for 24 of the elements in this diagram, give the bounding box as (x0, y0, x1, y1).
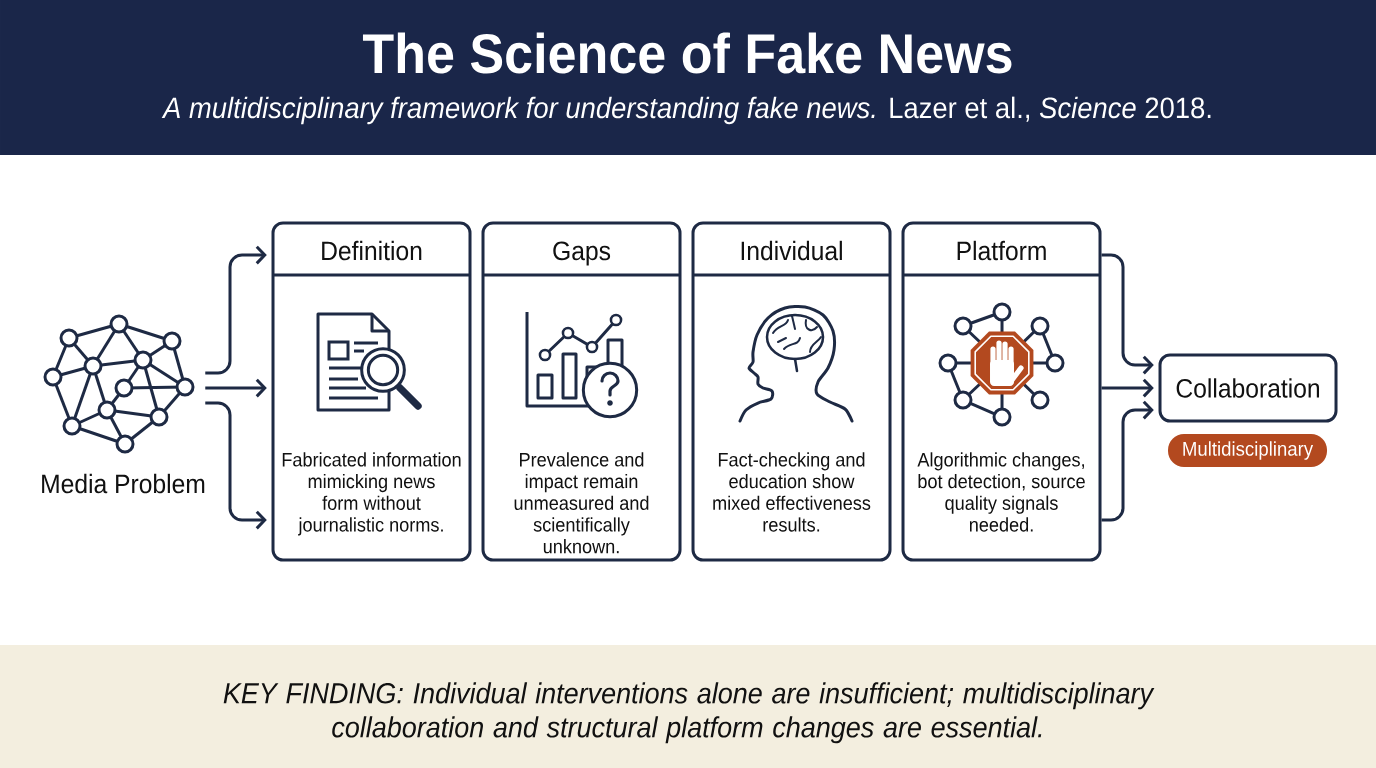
panel-heading: Individual (741, 240, 842, 261)
panel-heading: Gaps (553, 241, 611, 266)
arrow (1101, 400, 1154, 522)
panel-card (901, 221, 1102, 562)
panel-text: Fabricated information mimicking news form without journalistic norms. (282, 452, 461, 536)
panel-heading: Platform (957, 240, 1046, 261)
panel-text: Fact-checking and education show mixed effectiveness results. (713, 452, 871, 532)
finding-text: KEY FINDING: Individual interventions alone are insufficient; multidisciplinary collaboration and structural platform changes are essential. (223, 682, 1155, 744)
arrow (205, 245, 267, 375)
result-box: Collaboration (1158, 353, 1338, 423)
panel-text: Prevalence and impact remain unmeasured and scientifically unknown. (514, 452, 649, 554)
panel-card (271, 221, 472, 562)
arrow (205, 401, 267, 530)
tag-pill: Multidisciplinary (1168, 434, 1327, 467)
panel-card (691, 221, 892, 562)
title: The Science of Fake News (362, 32, 1012, 74)
panel-heading: Definition (322, 240, 422, 261)
subtitle: A multidisciplinary framework for understanding fake news. Lazer et al., Science 2018. (161, 96, 1211, 125)
node-caption: Media Problem (42, 473, 205, 494)
arrow (205, 378, 267, 398)
arrow (1101, 378, 1154, 398)
panel-text: Algorithmic changes, bot detection, source quality signals needed. (917, 452, 1085, 532)
finding-band (0, 645, 1376, 768)
panel-card (481, 221, 682, 562)
